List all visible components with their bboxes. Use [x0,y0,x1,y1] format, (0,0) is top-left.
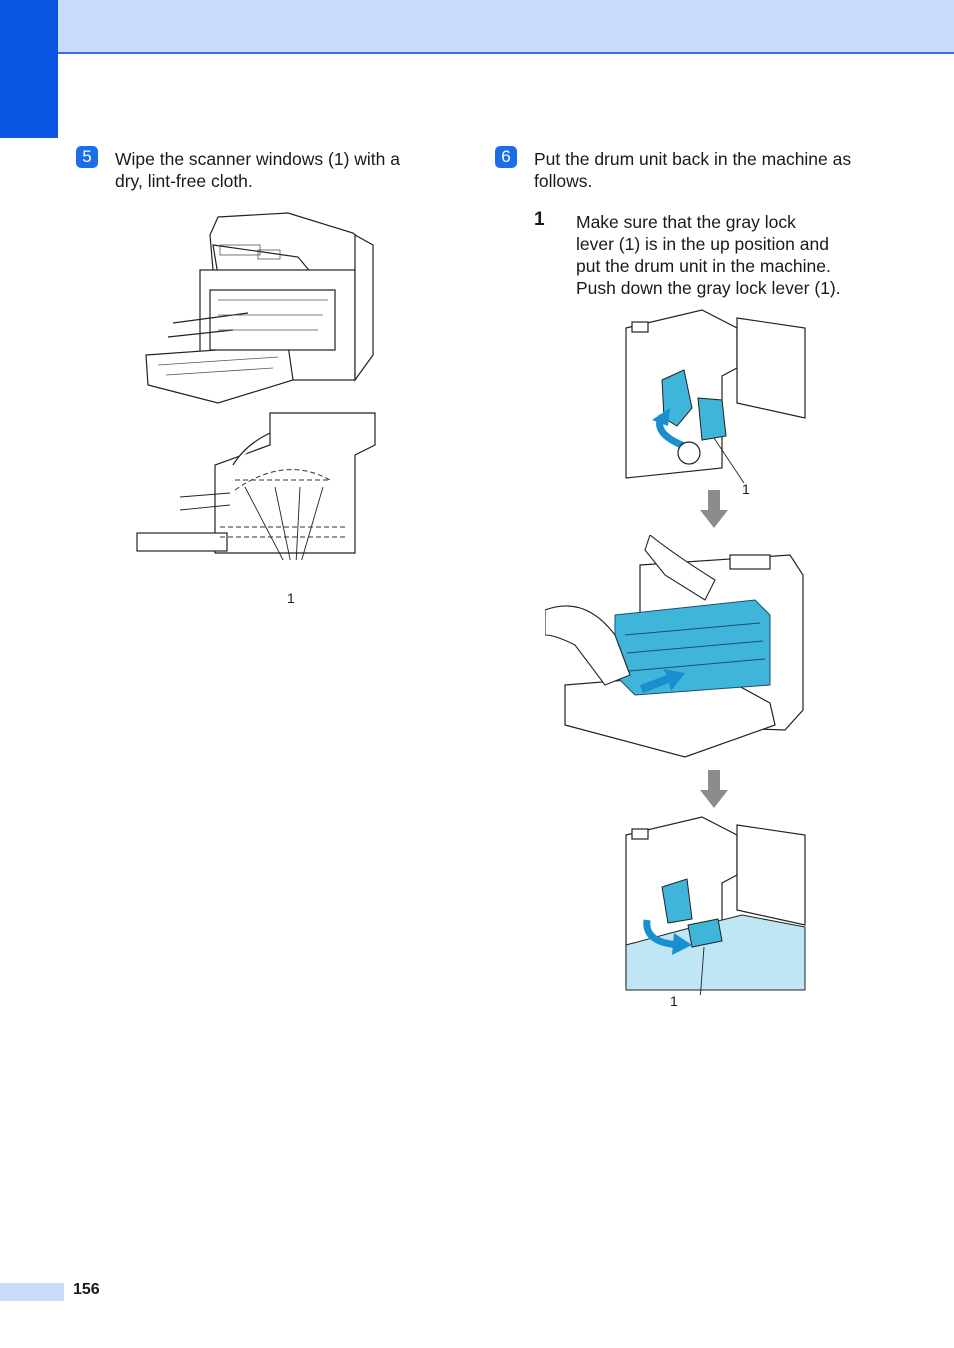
step-6-line-1: Put the drum unit back in the machine as [534,149,852,169]
substep-1-text: Make sure that the gray lock lever (1) i… [576,211,841,299]
step-6-badge: 6 [495,146,517,168]
step-5-line-2: dry, lint-free cloth. [115,171,253,191]
step-6-text: Put the drum unit back in the machine as… [534,148,851,192]
substep-1-number: 1 [534,209,545,230]
substep-1-line-3: put the drum unit in the machine. [576,256,831,276]
down-arrow-icon [700,490,728,528]
drum-insert-illustration [545,535,804,758]
step-6-line-2: follows. [534,171,593,191]
chapter-side-tab [0,0,58,138]
lever-down-illustration [625,816,806,995]
footer-tab [0,1283,64,1301]
lever-down-callout: 1 [670,993,678,1009]
step-5-text: Wipe the scanner windows (1) with a dry,… [115,148,400,192]
substep-1-line-4: Push down the gray lock lever (1). [576,278,841,298]
printer-side-illustration [136,412,376,560]
lever-up-illustration [625,309,806,484]
substep-1-line-2: lever (1) is in the up position and [576,234,829,254]
page-header-bar [0,0,954,54]
step-5-badge: 5 [76,146,98,168]
printer-front-illustration [145,212,374,404]
lever-up-callout: 1 [742,481,750,497]
substep-1-line-1: Make sure that the gray lock [576,212,796,232]
scanner-window-callout: 1 [287,590,295,606]
step-5-line-1: Wipe the scanner windows (1) with a [115,149,400,169]
down-arrow-icon-2 [700,770,728,808]
page-number: 156 [73,1281,100,1298]
